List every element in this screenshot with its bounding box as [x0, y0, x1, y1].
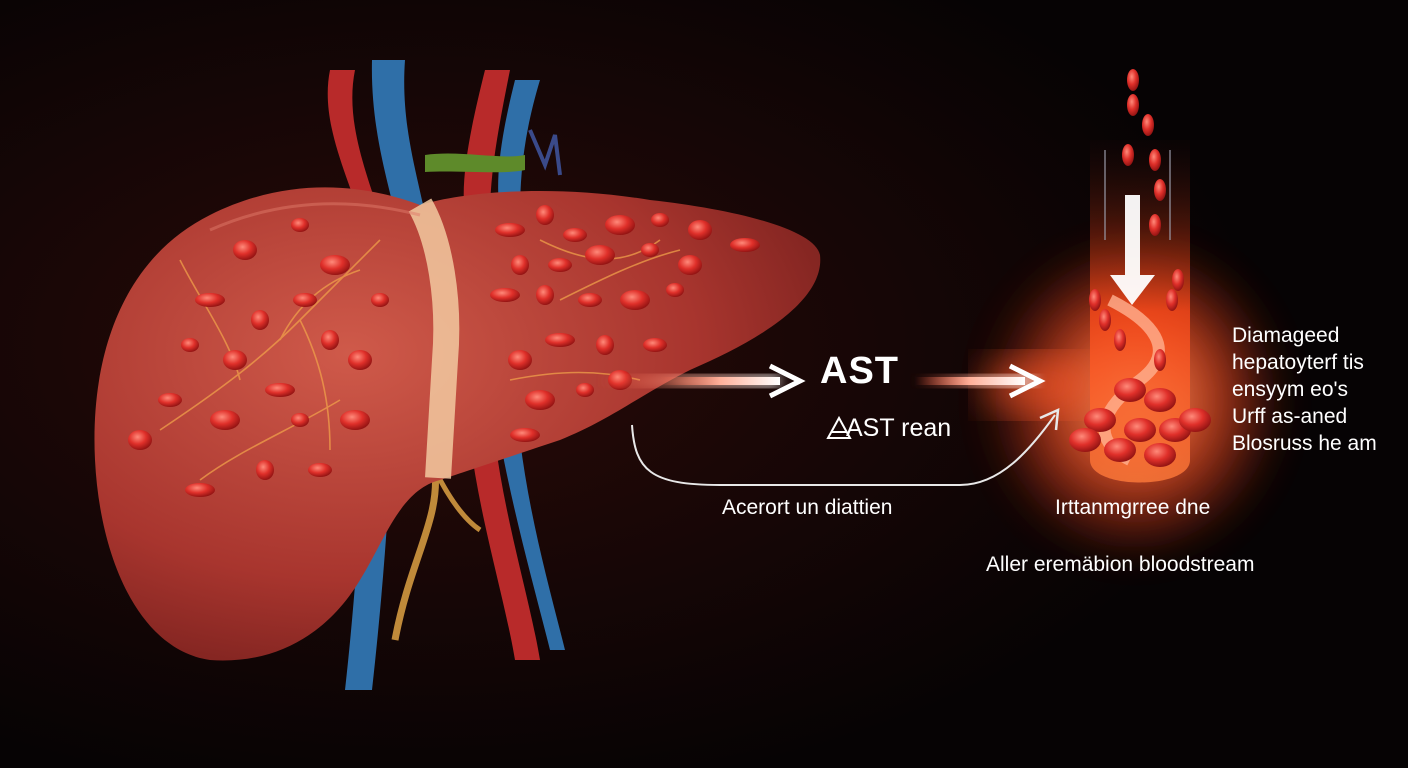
blood-cell [1154, 179, 1166, 201]
curved-arrow-icon [631, 407, 1060, 486]
blood-cell [1099, 309, 1111, 331]
hepatocyte-cell [563, 228, 587, 242]
hepatocyte-cell [641, 243, 659, 257]
hepatocyte-cell [265, 383, 295, 397]
ast-title: AST [820, 350, 899, 392]
blood-cell [1149, 149, 1161, 171]
hepatocyte-cell [348, 350, 372, 370]
hepatocyte-cell [181, 338, 199, 352]
blood-cell [1084, 408, 1116, 432]
right-line: Diamageed [1232, 324, 1340, 347]
blood-cell [1104, 438, 1136, 462]
right-description: Diamageed hepatoyterf tis ensyym eo's Ur… [1232, 322, 1377, 457]
hepatocyte-cell [195, 293, 225, 307]
blood-cell [1127, 69, 1139, 91]
hepatocyte-cell [548, 258, 572, 272]
blood-cells-in-vessel [1069, 69, 1211, 467]
blood-cell [1124, 418, 1156, 442]
hepatocyte-cell [308, 463, 332, 477]
hepatocyte-cells [128, 205, 760, 497]
hepatocyte-cell [511, 255, 529, 275]
hepatocyte-cell [233, 240, 257, 260]
hepatocyte-cell [536, 285, 554, 305]
ast-subtitle: AST rean [818, 414, 951, 443]
right-line: ensyym eo's [1232, 378, 1349, 401]
hepatocyte-cell [321, 330, 339, 350]
hepatocyte-cell [525, 390, 555, 410]
hepatocyte-cell [578, 293, 602, 307]
ast-subtitle-text: AST rean [846, 414, 952, 442]
hepatocyte-cell [536, 205, 554, 225]
hepatocyte-cell [291, 218, 309, 232]
hepatocyte-cell [678, 255, 702, 275]
hepatocyte-cell [291, 413, 309, 427]
right-line: Blosruss he am [1232, 432, 1377, 455]
blood-cell [1166, 289, 1178, 311]
blood-cell [1142, 114, 1154, 136]
hepatocyte-cell [730, 238, 760, 252]
hepatocyte-cell [596, 335, 614, 355]
bottom-caption: Aller eremäbion bloodstream [986, 553, 1255, 576]
hepatocyte-cell [371, 293, 389, 307]
hepatocyte-cell [495, 223, 525, 237]
arrow-down-icon [1110, 195, 1155, 305]
right-line: Urff as-aned [1232, 405, 1348, 428]
hepatocyte-cell [508, 350, 532, 370]
hepatocyte-cell [651, 213, 669, 227]
blood-cell [1114, 329, 1126, 351]
blood-cell [1069, 428, 1101, 452]
hepatocyte-cell [210, 410, 240, 430]
blood-cell [1179, 408, 1211, 432]
delta-icon [826, 415, 852, 439]
hepatocyte-cell [510, 428, 540, 442]
hepatocyte-cell [340, 410, 370, 430]
hepatocyte-cell [585, 245, 615, 265]
hepatocyte-cell [251, 310, 269, 330]
hepatocyte-cell [320, 255, 350, 275]
hepatocyte-cell [688, 220, 712, 240]
blood-cell [1144, 443, 1176, 467]
blood-cell [1144, 388, 1176, 412]
arrow-right-icon-2 [915, 363, 1046, 399]
arrow-right-icon [600, 363, 806, 399]
hepatocyte-cell [666, 283, 684, 297]
hepatocyte-cell [605, 215, 635, 235]
blood-cell [1172, 269, 1184, 291]
blood-cell [1127, 94, 1139, 116]
hepatocyte-cell [256, 460, 274, 480]
hepatocyte-cell [293, 293, 317, 307]
hepatocyte-cell [185, 483, 215, 497]
hepatocyte-cell [620, 290, 650, 310]
hepatocyte-cell [158, 393, 182, 407]
blood-cell [1114, 378, 1146, 402]
hepatocyte-cell [545, 333, 575, 347]
hepatocyte-cell [576, 383, 594, 397]
hepatocyte-cell [490, 288, 520, 302]
blood-cell [1149, 214, 1161, 236]
blood-cell [1089, 289, 1101, 311]
middle-caption: Irttanmgrree dne [1055, 496, 1211, 519]
hepatocyte-cell [643, 338, 667, 352]
blood-cell [1122, 144, 1134, 166]
right-line: hepatoyterf tis [1232, 351, 1364, 374]
blood-cell [1154, 349, 1166, 371]
hepatocyte-cell [128, 430, 152, 450]
hepatocyte-cell [223, 350, 247, 370]
left-caption: Acerort un diattien [722, 496, 893, 519]
